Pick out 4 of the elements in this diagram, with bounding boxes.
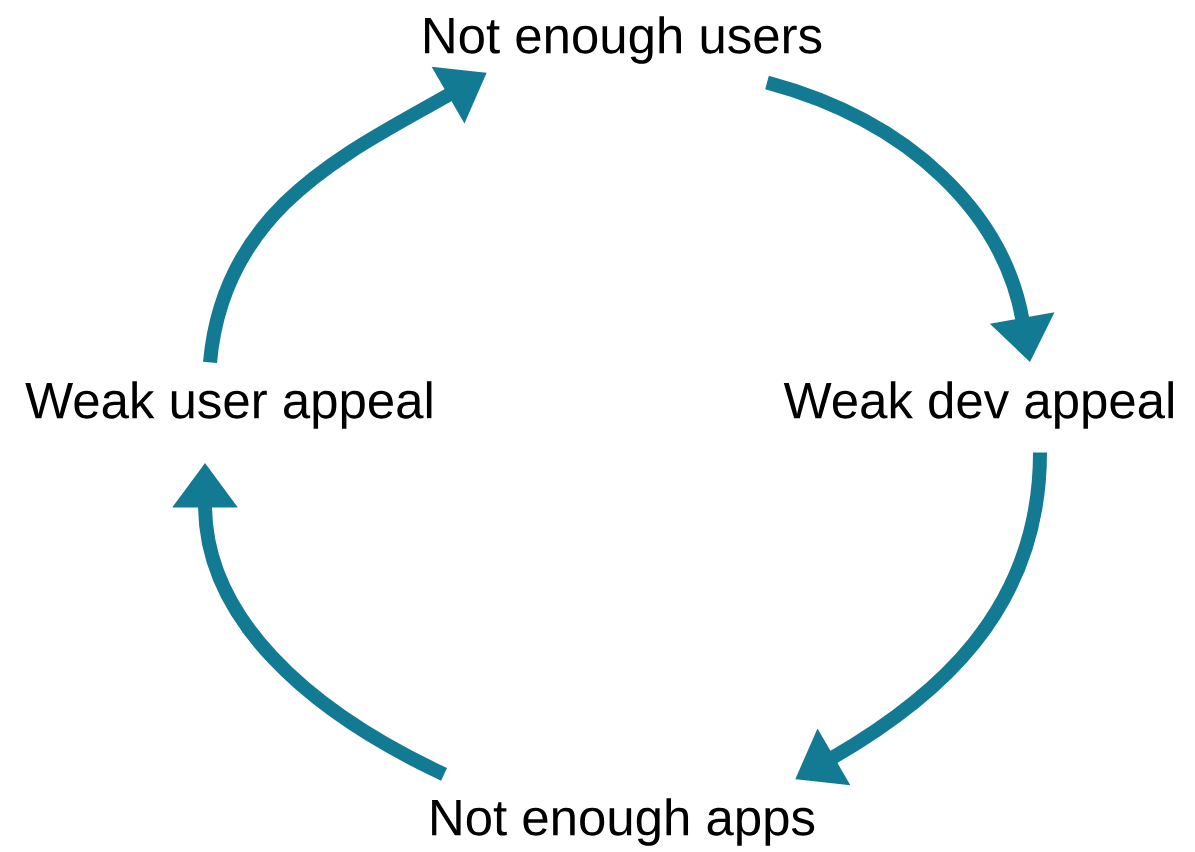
node-label: Weak dev appeal [783,381,1173,429]
node-label: Not enough apps [432,798,815,846]
node-label: Weak user appeal [25,381,432,429]
node-label: Not enough users [425,16,822,64]
